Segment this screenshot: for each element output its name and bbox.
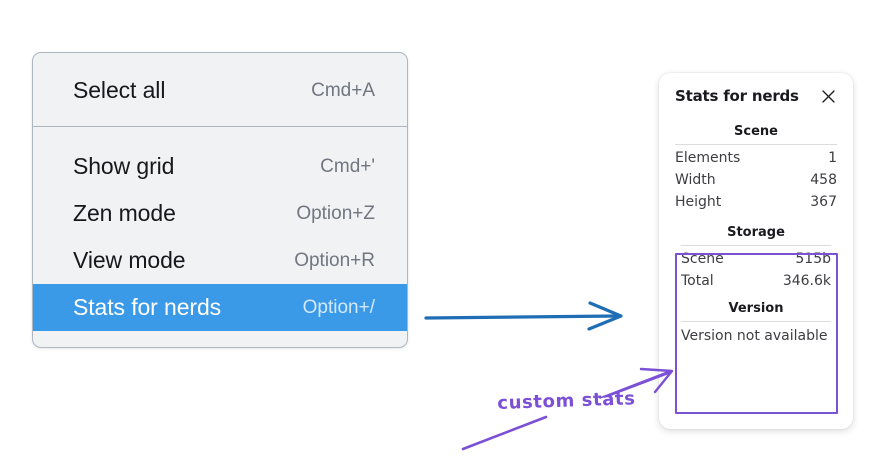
purple-underline-stroke <box>461 415 548 451</box>
stat-row: Width 458 <box>675 169 837 191</box>
stat-row: Scene 515b <box>681 248 831 270</box>
menu-item-shortcut: Option+/ <box>302 296 375 318</box>
section-title-storage: Storage <box>727 225 785 240</box>
menu-item-zen-mode[interactable]: Zen mode Option+Z <box>33 190 407 237</box>
stat-key: Height <box>675 194 722 210</box>
section-title-scene: Scene <box>734 124 778 139</box>
menu-item-shortcut: Cmd+A <box>311 79 375 101</box>
stat-value: 1 <box>828 150 837 166</box>
section-version: Version Version not available <box>681 298 831 347</box>
handwritten-annotation-label: custom stats <box>497 388 636 414</box>
stat-value: 346.6k <box>782 273 831 289</box>
version-text: Version not available <box>681 328 828 344</box>
menu-item-view-mode[interactable]: View mode Option+R <box>33 237 407 284</box>
menu-item-label: Zen mode <box>73 200 176 226</box>
section-storage: Storage Scene 515b Total 346.6k <box>681 222 831 292</box>
section-divider <box>675 144 837 145</box>
stat-value: 367 <box>810 194 837 210</box>
panel-header: Stats for nerds <box>675 87 837 105</box>
menu-item-label: Show grid <box>73 153 175 179</box>
menu-item-shortcut: Cmd+' <box>320 155 375 177</box>
stat-row: Total 346.6k <box>681 270 831 292</box>
stat-key: Total <box>681 273 714 289</box>
panel-title: Stats for nerds <box>675 87 799 105</box>
stat-key: Elements <box>675 150 741 166</box>
section-divider <box>681 245 831 246</box>
menu-item-select-all[interactable]: Select all Cmd+A <box>33 67 407 114</box>
context-menu[interactable]: Select all Cmd+A Show grid Cmd+' Zen mod… <box>32 52 408 348</box>
menu-item-shortcut: Option+R <box>294 249 375 271</box>
close-icon[interactable] <box>820 88 837 105</box>
stat-row: Height 367 <box>675 191 837 213</box>
menu-item-stats-for-nerds[interactable]: Stats for nerds Option+/ <box>33 284 407 331</box>
menu-item-label: View mode <box>73 247 186 273</box>
stat-value: 458 <box>810 172 837 188</box>
menu-item-label: Stats for nerds <box>73 294 222 320</box>
section-divider <box>681 321 831 322</box>
section-scene: Scene Elements 1 Width 458 Height 367 <box>675 121 837 213</box>
stat-row: Elements 1 <box>675 147 837 169</box>
stats-for-nerds-panel: Stats for nerds Scene Elements 1 Width 4… <box>659 73 853 429</box>
blue-arrow-to-panel <box>424 301 623 331</box>
stat-value: 515b <box>795 251 831 267</box>
menu-group-top: Select all Cmd+A <box>33 53 407 127</box>
stat-key: Width <box>675 172 716 188</box>
menu-group-bottom: Show grid Cmd+' Zen mode Option+Z View m… <box>33 127 407 345</box>
menu-item-show-grid[interactable]: Show grid Cmd+' <box>33 143 407 190</box>
stat-key: Scene <box>681 251 724 267</box>
custom-stats-group: Storage Scene 515b Total 346.6k Version … <box>675 222 837 347</box>
section-title-version: Version <box>728 301 784 316</box>
menu-item-shortcut: Option+Z <box>296 202 375 224</box>
menu-item-label: Select all <box>73 77 166 103</box>
